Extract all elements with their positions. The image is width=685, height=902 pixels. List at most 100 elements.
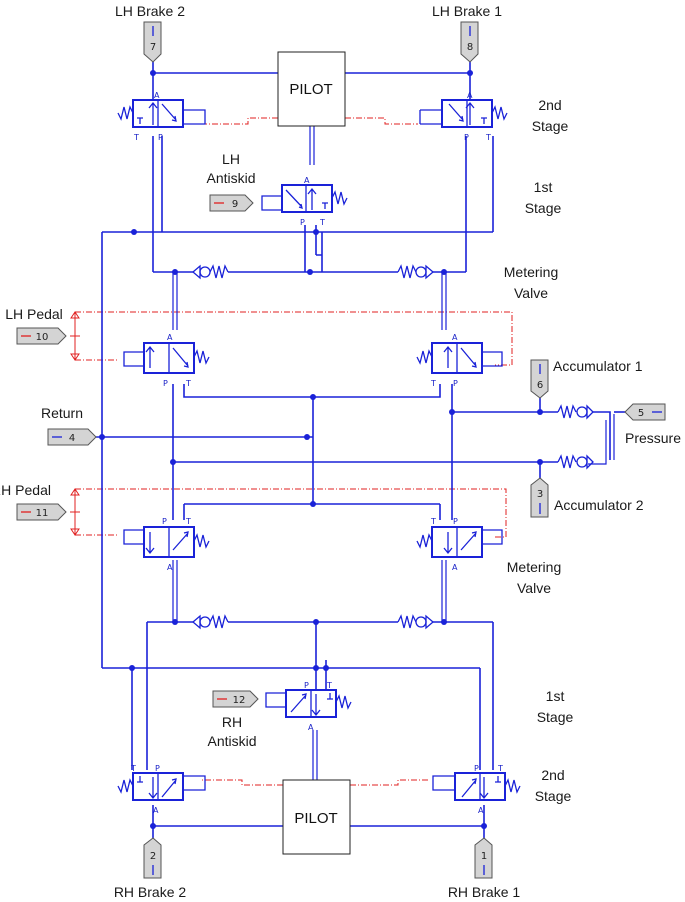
label-return: Return	[41, 405, 83, 421]
svg-text:A: A	[452, 333, 458, 342]
valve-2nd-stage-rh-bottom: P T A	[432, 764, 521, 815]
label-rh-brake-1: RH Brake 1	[448, 884, 521, 900]
check-valve-bottom-right	[397, 614, 434, 630]
valve-2nd-stage-lh: A T P	[117, 91, 206, 142]
label-2nd-stage-bottom-line2: Stage	[535, 788, 572, 804]
lh-pedal-actuator-icon	[70, 311, 80, 361]
label-metering-valve-top-line1: Metering	[504, 264, 558, 280]
signal-lines	[75, 117, 513, 786]
port-lh-brake-2-number: 7	[150, 42, 156, 53]
port-rh-brake-2-number: 2	[150, 851, 156, 862]
label-rh-antiskid-line1: RH	[222, 714, 242, 730]
label-metering-valve-top-line2: Valve	[514, 285, 548, 301]
port-rh-antiskid: 12	[212, 690, 259, 708]
junction-dots	[99, 70, 543, 829]
svg-text:T: T	[185, 379, 191, 388]
svg-text:P: P	[453, 379, 458, 388]
label-1st-stage-bottom-line1: 1st	[546, 688, 565, 704]
port-rh-brake-1: 1	[474, 837, 493, 879]
valve-2nd-stage-rh: A P T	[419, 91, 508, 142]
label-2nd-stage-top-line2: Stage	[532, 118, 569, 134]
label-2nd-stage-bottom-line1: 2nd	[541, 767, 564, 783]
label-lh-pedal: LH Pedal	[5, 306, 63, 322]
port-pressure: 5	[624, 403, 666, 421]
pilot-bottom-label: PILOT	[294, 810, 337, 827]
svg-text:A: A	[308, 723, 314, 732]
pilot-top-label: PILOT	[289, 81, 332, 98]
label-metering-valve-bottom-line2: Valve	[517, 580, 551, 596]
port-rh-pedal: 11	[16, 503, 67, 521]
label-accumulator-1: Accumulator 1	[553, 358, 643, 374]
diagram-labels: LH Brake 2 LH Brake 1 2nd Stage LH Antis…	[0, 3, 681, 900]
port-lh-antiskid: 9	[209, 194, 254, 212]
check-valve-accumulator-1	[557, 404, 594, 420]
metering-valve-lh-top: A P T	[123, 333, 210, 388]
port-pressure-number: 5	[638, 408, 644, 419]
check-valve-accumulator-2	[557, 454, 594, 470]
valve-1st-stage-rh-antiskid: P T A	[265, 681, 352, 732]
metering-valve-rh-bottom: T P A	[416, 517, 503, 572]
valve-2nd-stage-lh-bottom: T P A	[117, 764, 206, 815]
svg-text:A: A	[304, 176, 310, 185]
port-lh-antiskid-number: 9	[232, 199, 238, 210]
port-accumulator-2: 3	[530, 477, 549, 518]
svg-text:T: T	[430, 517, 436, 526]
metering-valve-lh-bottom: P T A	[123, 517, 210, 572]
svg-text:P: P	[474, 764, 479, 773]
port-return-number: 4	[69, 433, 75, 444]
svg-text:P: P	[158, 133, 163, 142]
svg-text:T: T	[326, 681, 332, 690]
port-lh-brake-1-number: 8	[467, 42, 473, 53]
label-2nd-stage-top-line1: 2nd	[538, 97, 561, 113]
label-1st-stage-bottom-line2: Stage	[537, 709, 574, 725]
svg-text:A: A	[467, 91, 473, 100]
svg-text:A: A	[153, 806, 159, 815]
port-rh-antiskid-number: 12	[233, 695, 246, 706]
port-lh-brake-2: 7	[143, 21, 162, 63]
valve-1st-stage-lh-antiskid: A P T	[261, 176, 348, 227]
svg-text:A: A	[167, 333, 173, 342]
svg-text:T: T	[485, 133, 491, 142]
label-accumulator-2: Accumulator 2	[554, 497, 644, 513]
port-accumulator-2-number: 3	[537, 489, 543, 500]
svg-text:P: P	[464, 133, 469, 142]
check-valve-top-left	[192, 264, 229, 280]
label-rh-brake-2: RH Brake 2	[114, 884, 187, 900]
svg-text:T: T	[497, 764, 503, 773]
label-1st-stage-top-line1: 1st	[534, 179, 553, 195]
check-valve-bottom-left	[192, 614, 229, 630]
label-lh-antiskid-line1: LH	[222, 151, 240, 167]
label-lh-brake-2: LH Brake 2	[115, 3, 185, 19]
label-rh-antiskid-line2: Antiskid	[207, 733, 256, 749]
port-lh-pedal: 10	[16, 327, 67, 345]
label-lh-brake-1: LH Brake 1	[432, 3, 502, 19]
svg-text:T: T	[319, 218, 325, 227]
svg-text:A: A	[452, 563, 458, 572]
svg-text:P: P	[300, 218, 305, 227]
svg-text:P: P	[304, 681, 309, 690]
rh-pedal-actuator-icon	[70, 488, 80, 536]
label-lh-antiskid-line2: Antiskid	[206, 170, 255, 186]
svg-text:T: T	[130, 764, 136, 773]
svg-text:T: T	[430, 379, 436, 388]
svg-text:T: T	[133, 133, 139, 142]
port-accumulator-1: 6	[530, 359, 549, 399]
port-accumulator-1-number: 6	[537, 380, 543, 391]
svg-text:A: A	[154, 91, 160, 100]
port-rh-brake-1-number: 1	[481, 851, 487, 862]
svg-text:A: A	[167, 563, 173, 572]
port-lh-pedal-number: 10	[36, 332, 49, 343]
svg-text:T: T	[185, 517, 191, 526]
label-rh-pedal: RH Pedal	[0, 482, 51, 498]
svg-text:P: P	[163, 379, 168, 388]
svg-text:A: A	[478, 806, 484, 815]
port-lh-brake-1: 8	[460, 21, 479, 63]
metering-valve-rh-top: A T P	[416, 333, 503, 388]
check-valve-top-right	[397, 264, 434, 280]
port-rh-pedal-number: 11	[36, 508, 49, 519]
label-1st-stage-top-line2: Stage	[525, 200, 562, 216]
label-pressure: Pressure	[625, 430, 681, 446]
svg-text:P: P	[453, 517, 458, 526]
port-return: 4	[47, 428, 97, 446]
